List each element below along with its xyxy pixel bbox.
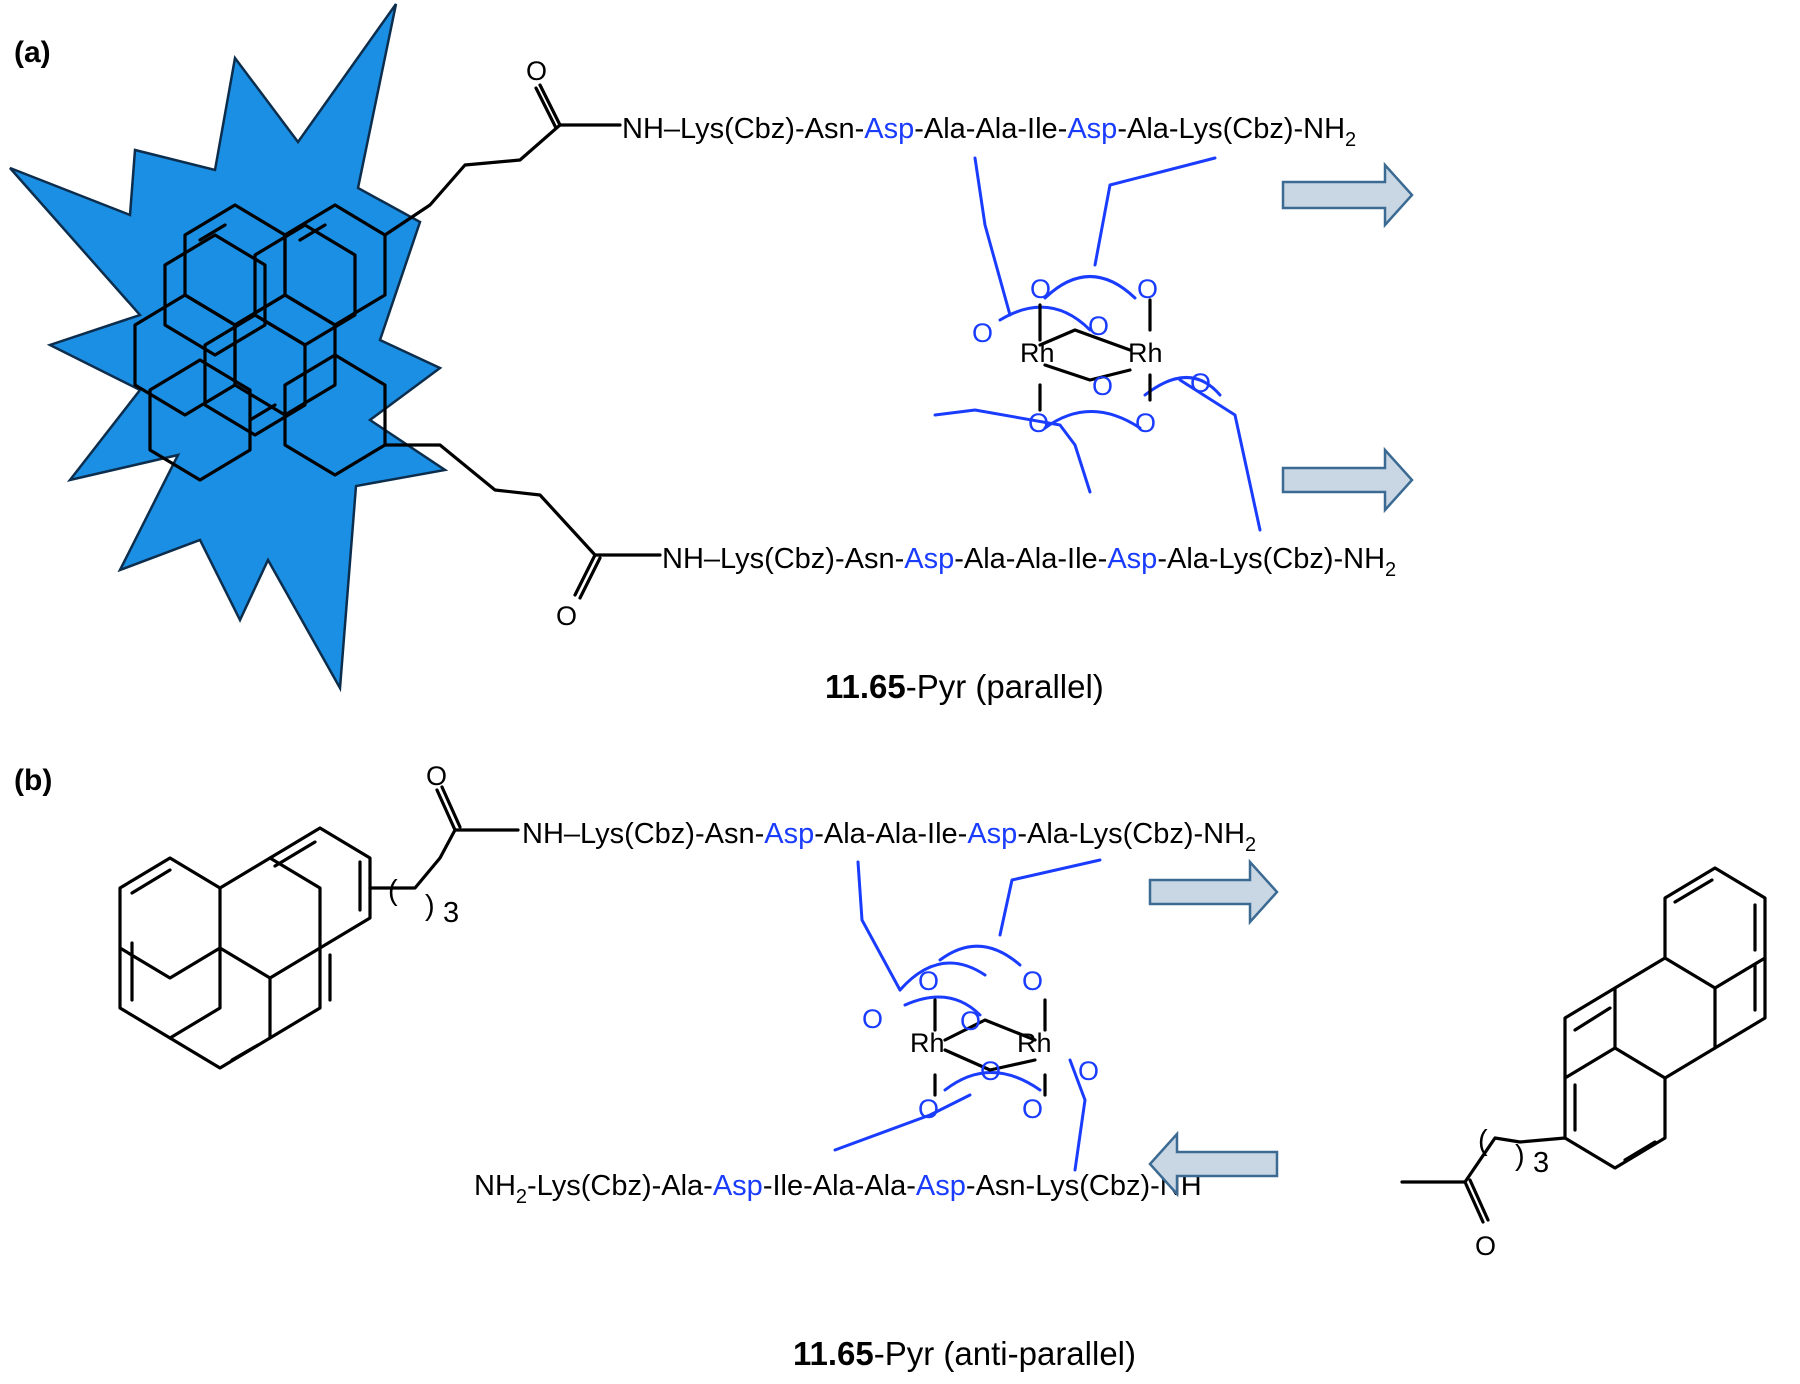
svg-text:O: O (862, 1004, 883, 1034)
svg-text:O: O (960, 1006, 981, 1036)
oxygen-bottom-b: O (1475, 1231, 1496, 1261)
linker-bottom-b (1463, 1136, 1567, 1184)
svg-text:O: O (1135, 408, 1156, 438)
svg-text:O: O (918, 1094, 939, 1124)
oxygen-bottom-a: O (556, 601, 577, 631)
direction-arrow-bottom-b (1148, 1130, 1279, 1198)
svg-text:O: O (1190, 368, 1211, 398)
dirhodium-core-b: O O O O O O O O Rh Rh (833, 858, 1102, 1172)
peptide-bottom-a: NH–Lys(Cbz)-Asn-Asp-Ala-Ala-Ile-Asp-Ala-… (662, 543, 1396, 581)
panel-label-b: (b) (14, 764, 52, 797)
linker-top-a (383, 123, 562, 237)
linker-bottom-a (383, 443, 597, 557)
dirhodium-core-a: O O O O O O O O Rh Rh (933, 156, 1262, 532)
svg-text:O: O (1137, 274, 1158, 304)
oxygen-top-a: O (526, 56, 547, 86)
svg-text:O: O (918, 966, 939, 996)
peptide-bottom-b: NH2-Lys(Cbz)-Ala-Asp-Ile-Ala-Ala-Asp-Asn… (474, 1170, 1202, 1208)
caption-a: 11.65-Pyr (parallel) (825, 668, 1104, 705)
paren-close-bottom-b: ) (1515, 1140, 1525, 1172)
svg-text:O: O (1022, 966, 1043, 996)
linker-top-b (368, 828, 457, 890)
direction-arrow-top-a (1281, 161, 1414, 229)
carbonyl-top-b (435, 785, 462, 832)
svg-text:Rh: Rh (910, 1028, 945, 1058)
peptide-top-a: NH–Lys(Cbz)-Asn-Asp-Ala-Ala-Ile-Asp-Ala-… (622, 113, 1356, 151)
repeat-count-top-b: 3 (443, 897, 459, 929)
peptide-top-b: NH–Lys(Cbz)-Asn-Asp-Ala-Ala-Ile-Asp-Ala-… (522, 818, 1256, 856)
direction-arrow-bottom-a (1281, 446, 1414, 514)
repeat-count-bottom-b: 3 (1533, 1147, 1549, 1179)
caption-b: 11.65-Pyr (anti-parallel) (793, 1335, 1136, 1372)
paren-bottom-b: ( (1478, 1125, 1488, 1157)
svg-text:O: O (1022, 1094, 1043, 1124)
svg-text:Rh: Rh (1020, 338, 1055, 368)
stacked-pyrene-rings (133, 203, 387, 482)
direction-arrow-top-b (1148, 858, 1279, 926)
carbonyl-top-a (534, 83, 562, 130)
svg-text:O: O (1028, 408, 1049, 438)
svg-text:O: O (972, 318, 993, 348)
oxygen-top-b: O (426, 761, 447, 791)
svg-text:O: O (1092, 371, 1113, 401)
svg-text:Rh: Rh (1017, 1028, 1052, 1058)
carbonyl-bottom-b (1463, 1178, 1490, 1224)
panel-label-a: (a) (14, 36, 51, 69)
svg-text:O: O (1078, 1056, 1099, 1086)
pyrene-left-b (118, 826, 372, 1070)
svg-text:O: O (1088, 311, 1109, 341)
paren-top-b: ( (388, 875, 398, 907)
pyrene-right-b (1563, 866, 1767, 1170)
svg-text:Rh: Rh (1128, 338, 1163, 368)
carbonyl-bottom-a (573, 553, 602, 600)
paren-close-top-b: ) (425, 890, 435, 922)
svg-text:O: O (980, 1056, 1001, 1086)
svg-text:O: O (1030, 274, 1051, 304)
